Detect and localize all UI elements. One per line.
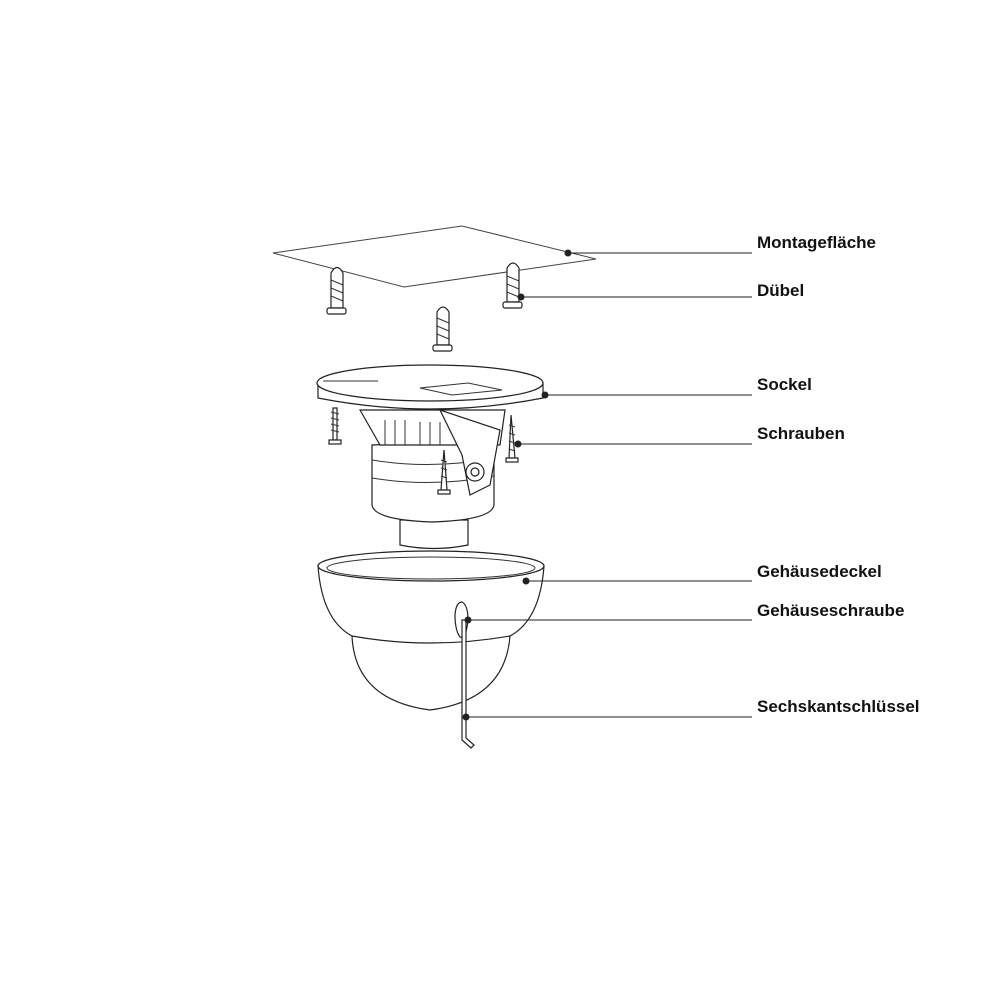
housing-cover bbox=[317, 550, 545, 711]
mounting-surface-plane bbox=[272, 225, 597, 288]
screw bbox=[328, 407, 342, 445]
label-screws: Schrauben bbox=[757, 424, 845, 443]
camera-module bbox=[358, 408, 506, 550]
base-plate bbox=[316, 364, 544, 410]
screw bbox=[437, 449, 451, 495]
callout-lines bbox=[462, 249, 752, 721]
label-mounting-surface: Montagefläche bbox=[757, 233, 877, 252]
screw bbox=[505, 414, 519, 463]
label-housing-cover: Gehäusedeckel bbox=[757, 562, 882, 581]
label-hex-key: Sechskantschlüssel bbox=[757, 697, 920, 716]
wall-anchor bbox=[326, 266, 347, 315]
wall-anchor bbox=[432, 306, 453, 352]
label-housing-screw: Gehäuseschraube bbox=[757, 601, 905, 620]
label-anchors: Dübel bbox=[757, 281, 805, 300]
label-base: Sockel bbox=[757, 375, 812, 394]
wall-anchor bbox=[502, 262, 523, 309]
